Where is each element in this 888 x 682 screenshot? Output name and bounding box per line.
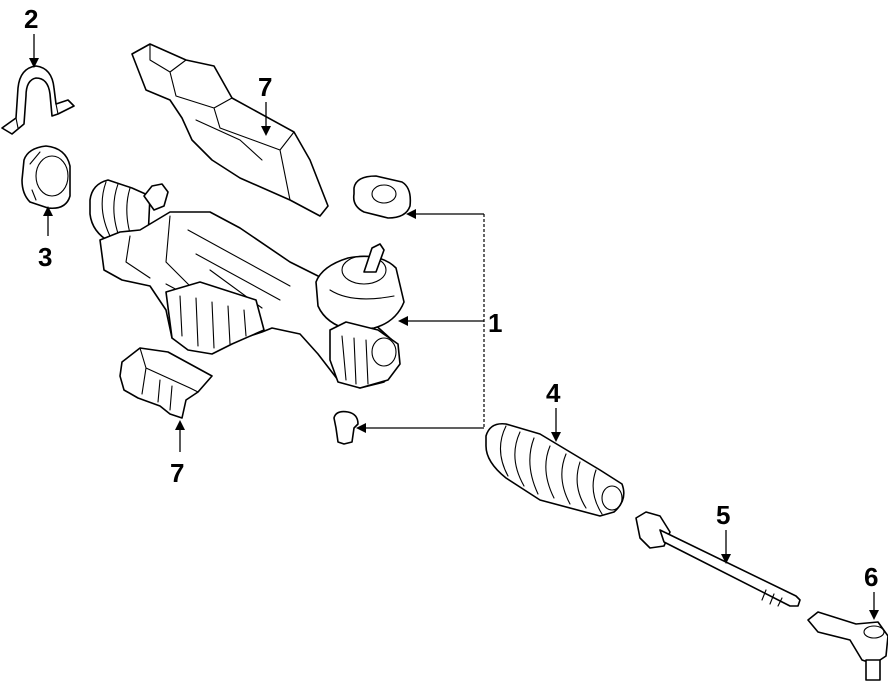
part-1-mount-isolator <box>352 175 412 219</box>
part-5-inner-tie-rod <box>635 511 801 607</box>
callout-2: 2 <box>24 4 38 34</box>
callout-7-upper: 7 <box>258 72 272 102</box>
callout-3: 3 <box>38 242 52 272</box>
callout-7-lower: 7 <box>170 458 184 488</box>
callout-1: 1 <box>488 308 502 338</box>
part-7-lower-heat-shield <box>119 347 213 419</box>
part-7-upper-heat-shield <box>131 43 329 217</box>
part-1-bolt <box>333 410 359 445</box>
callout-4: 4 <box>546 378 561 408</box>
callout-6: 6 <box>864 562 878 592</box>
callout-5: 5 <box>716 500 730 530</box>
leader-lines <box>29 34 879 620</box>
part-1-steering-rack <box>89 179 405 389</box>
part-4-boot <box>485 422 625 517</box>
part-2-bracket <box>1 65 75 135</box>
part-6-tie-rod-end <box>807 611 888 681</box>
part-3-bushing <box>21 145 71 210</box>
